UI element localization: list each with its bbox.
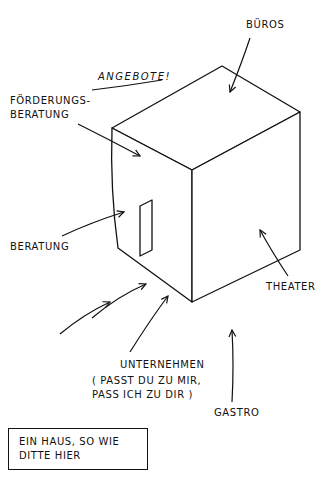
cube-right-face [192, 112, 300, 302]
callout-label: BERATUNG [10, 240, 69, 254]
leader-arrow [130, 296, 168, 352]
note-box: EIN HAUS, SO WIE DITTE HIER [8, 428, 148, 470]
leader-arrow [60, 302, 110, 334]
leader-arrow [260, 230, 288, 276]
leader-arrow [232, 330, 233, 402]
leader-arrow [62, 212, 124, 236]
note-text: ( PASST DU ZU MIR, PASS ICH ZU DIR ) [92, 374, 222, 402]
box-text: EIN HAUS, SO WIE DITTE HIER [19, 435, 137, 463]
callout-label: FÖRDERUNGS- BERATUNG [10, 94, 91, 122]
door [140, 200, 152, 256]
floor-label: BÜROS [246, 18, 284, 32]
callout-label: GASTRO [214, 406, 259, 420]
title-text: ANGEBOTE! [98, 70, 171, 84]
leader-arrow [230, 38, 250, 92]
callout-label: THEATER [266, 280, 316, 294]
leader-arrow [92, 284, 146, 318]
cube-left-face [112, 128, 192, 302]
callout-label: UNTERNEHMEN [120, 358, 205, 372]
leader-arrow [78, 124, 140, 156]
